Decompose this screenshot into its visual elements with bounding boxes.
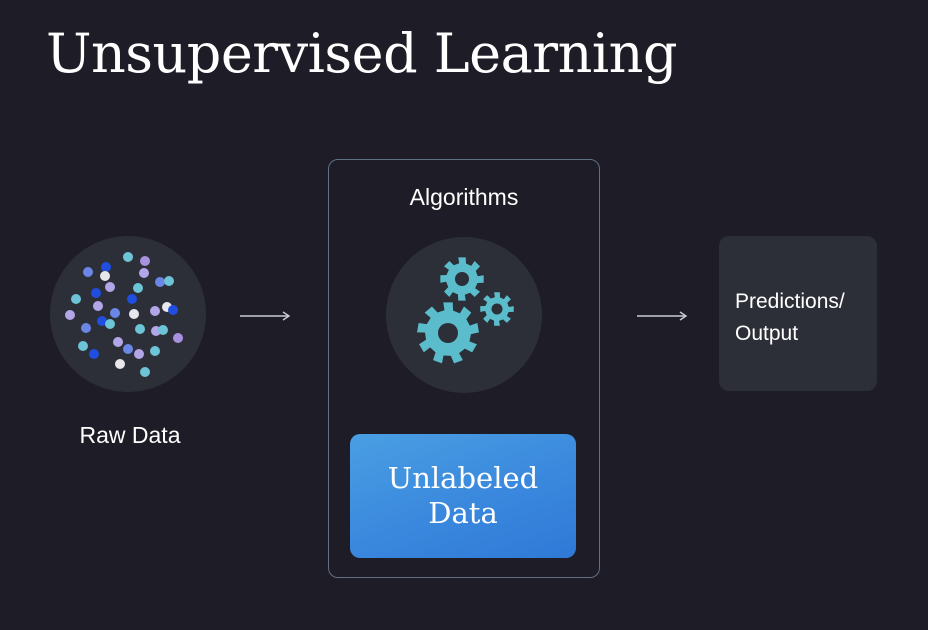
gears-icon — [417, 257, 514, 364]
page-title: Unsupervised Learning — [46, 22, 678, 85]
raw-data-node — [50, 236, 206, 392]
algorithms-box: Algorithms Unlabeled Data — [328, 159, 600, 578]
gears-node — [386, 237, 542, 393]
predictions-output-box: Predictions/ Output — [719, 236, 877, 391]
gear-tiny-icon — [480, 292, 514, 326]
arrow-right-icon — [637, 311, 688, 321]
gear-large-icon — [417, 302, 479, 364]
raw-data-label: Raw Data — [79, 422, 181, 448]
gear-hole — [455, 272, 469, 286]
gear-hole — [491, 303, 503, 315]
gear-hole — [438, 323, 458, 343]
predictions-output-label: Predictions/ Output — [735, 290, 845, 345]
arrow-right-icon — [240, 311, 291, 321]
unlabeled-data-box: Unlabeled Data — [350, 434, 576, 558]
gear-small-icon — [440, 257, 484, 301]
algorithms-label: Algorithms — [409, 184, 519, 210]
unlabeled-data-label: Unlabeled Data — [387, 460, 539, 530]
scattered-dots-icon — [65, 252, 183, 377]
